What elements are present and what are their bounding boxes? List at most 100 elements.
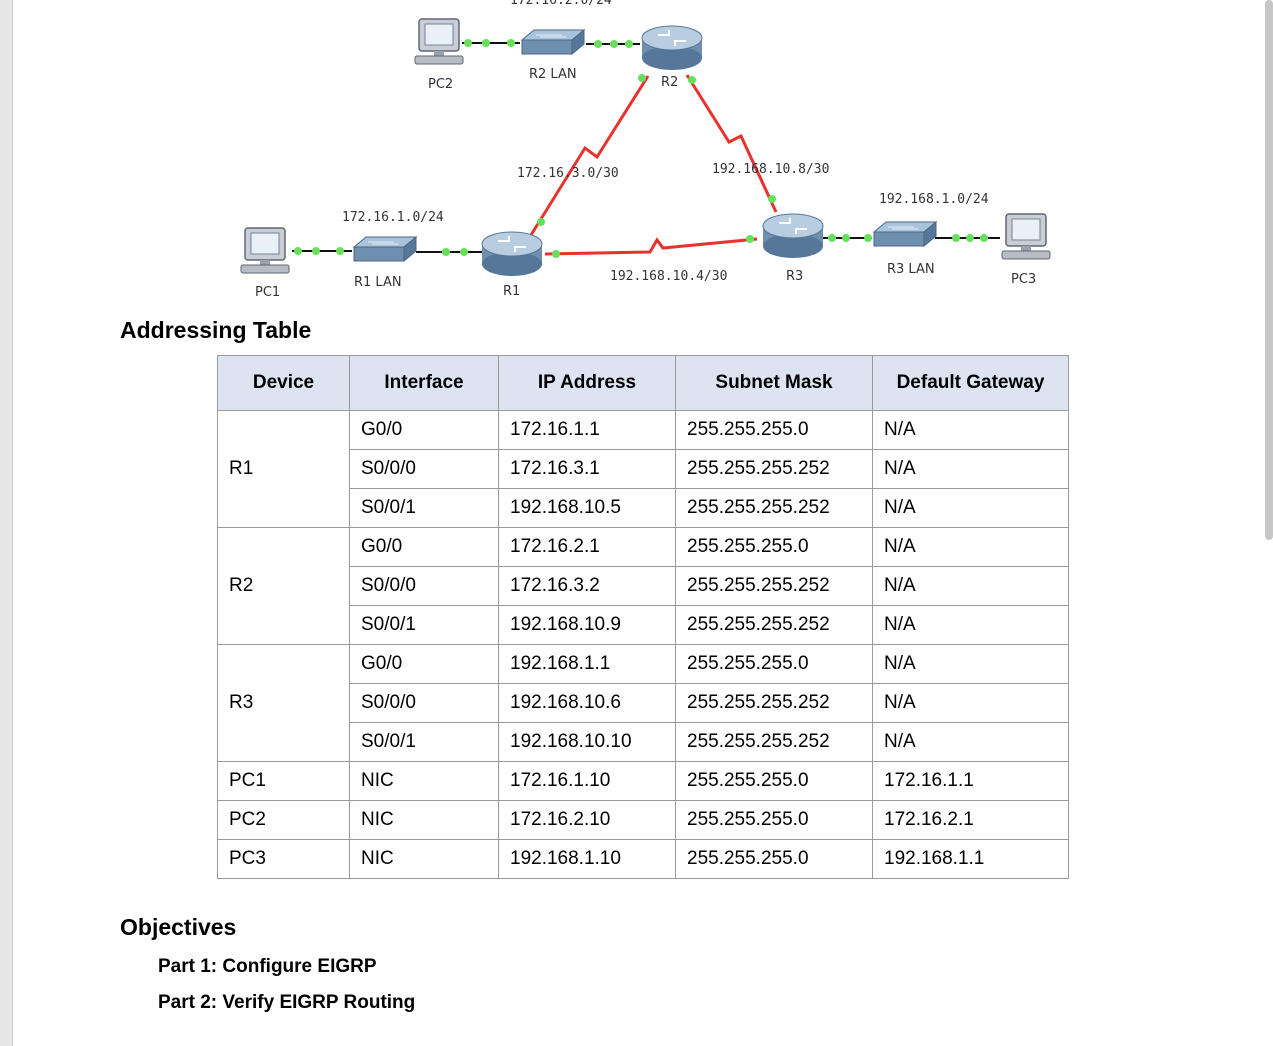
objectives-title: Objectives (120, 914, 237, 940)
cut-off-network-label: 172.16.2.0/24 (510, 0, 612, 8)
objective-part-2: Part 2: Verify EIGRP Routing (158, 992, 416, 1013)
ip-address-cell: 172.16.1.10 (498, 761, 676, 801)
pc1-label: PC1 (255, 285, 280, 300)
header-interface: Interface (349, 355, 499, 411)
net-r1-r3-label: 192.168.10.4/30 (610, 269, 727, 284)
r1-lan-label: R1 LAN (354, 275, 402, 290)
default-gateway-cell: N/A (872, 605, 1069, 645)
pc3-label: PC3 (1011, 272, 1036, 287)
net-r2-r3-label: 192.168.10.8/30 (712, 162, 829, 177)
interface-cell: S0/0/0 (349, 683, 499, 723)
header-subnet-mask: Subnet Mask (675, 355, 873, 411)
subnet-mask-cell: 255.255.255.252 (675, 722, 873, 762)
r3-lan-label: R3 LAN (887, 262, 935, 277)
r3-label: R3 (786, 269, 803, 284)
objective-part-1: Part 1: Configure EIGRP (158, 956, 377, 977)
interface-cell: NIC (349, 800, 499, 840)
interface-cell: S0/0/0 (349, 449, 499, 489)
interface-cell: S0/0/0 (349, 566, 499, 606)
default-gateway-cell: N/A (872, 410, 1069, 450)
net-r3-lan-label: 192.168.1.0/24 (879, 192, 989, 207)
default-gateway-cell: 192.168.1.1 (872, 839, 1069, 879)
ip-address-cell: 172.16.3.2 (498, 566, 676, 606)
header-device: Device (217, 355, 350, 411)
default-gateway-cell: 172.16.1.1 (872, 761, 1069, 801)
pc2-label: PC2 (428, 77, 453, 92)
ip-address-cell: 192.168.10.9 (498, 605, 676, 645)
r3-lan-switch-icon[interactable] (873, 221, 937, 247)
addressing-table-title: Addressing Table (120, 317, 312, 343)
subnet-mask-cell: 255.255.255.252 (675, 605, 873, 645)
net-r1-r2-label: 172.16.3.0/30 (517, 166, 619, 181)
interface-cell: NIC (349, 839, 499, 879)
r1-label: R1 (503, 284, 520, 299)
r2-router-icon[interactable] (641, 25, 703, 71)
device-cell: PC3 (217, 839, 350, 879)
subnet-mask-cell: 255.255.255.252 (675, 488, 873, 528)
ip-address-cell: 172.16.2.10 (498, 800, 676, 840)
subnet-mask-cell: 255.255.255.0 (675, 761, 873, 801)
subnet-mask-cell: 255.255.255.0 (675, 527, 873, 567)
ip-address-cell: 172.16.2.1 (498, 527, 676, 567)
interface-cell: S0/0/1 (349, 722, 499, 762)
interface-cell: G0/0 (349, 410, 499, 450)
subnet-mask-cell: 255.255.255.0 (675, 839, 873, 879)
interface-cell: S0/0/1 (349, 488, 499, 528)
r2-label: R2 (661, 75, 678, 90)
ip-address-cell: 172.16.1.1 (498, 410, 676, 450)
pc2-icon[interactable] (414, 18, 464, 65)
table-header-row: Device Interface IP Address Subnet Mask … (217, 355, 1069, 411)
header-ip-address: IP Address (498, 355, 676, 411)
subnet-mask-cell: 255.255.255.0 (675, 410, 873, 450)
default-gateway-cell: N/A (872, 644, 1069, 684)
device-cell: R2 (217, 527, 350, 645)
r2-lan-switch-icon[interactable] (521, 29, 585, 55)
default-gateway-cell: N/A (872, 449, 1069, 489)
default-gateway-cell: N/A (872, 527, 1069, 567)
addressing-table: Device Interface IP Address Subnet Mask … (217, 355, 1069, 879)
subnet-mask-cell: 255.255.255.0 (675, 644, 873, 684)
interface-cell: G0/0 (349, 644, 499, 684)
pc1-icon[interactable] (240, 227, 290, 274)
interface-cell: NIC (349, 761, 499, 801)
subnet-mask-cell: 255.255.255.252 (675, 683, 873, 723)
ip-address-cell: 172.16.3.1 (498, 449, 676, 489)
default-gateway-cell: N/A (872, 488, 1069, 528)
default-gateway-cell: N/A (872, 566, 1069, 606)
default-gateway-cell: N/A (872, 722, 1069, 762)
r3-router-icon[interactable] (762, 213, 824, 259)
device-cell: R1 (217, 410, 350, 528)
ip-address-cell: 192.168.1.10 (498, 839, 676, 879)
r1-lan-switch-icon[interactable] (353, 236, 417, 262)
ip-address-cell: 192.168.10.6 (498, 683, 676, 723)
serial-link-r1-r3 (544, 237, 758, 256)
subnet-mask-cell: 255.255.255.252 (675, 566, 873, 606)
scrollbar-thumb[interactable] (1265, 0, 1273, 540)
interface-cell: S0/0/1 (349, 605, 499, 645)
header-default-gateway: Default Gateway (872, 355, 1069, 411)
r2-lan-label: R2 LAN (529, 67, 577, 82)
serial-link-r1-r2 (529, 75, 650, 236)
net-r1-lan-label: 172.16.1.0/24 (342, 210, 444, 225)
page-gutter (0, 0, 13, 1046)
default-gateway-cell: 172.16.2.1 (872, 800, 1069, 840)
subnet-mask-cell: 255.255.255.0 (675, 800, 873, 840)
default-gateway-cell: N/A (872, 683, 1069, 723)
r1-router-icon[interactable] (481, 231, 543, 277)
ip-address-cell: 192.168.1.1 (498, 644, 676, 684)
ip-address-cell: 192.168.10.10 (498, 722, 676, 762)
port-indicators (294, 39, 988, 258)
network-topology-diagram: 172.16.2.0/24 PC2 R2 LAN R2 172.16.3.0/3… (240, 0, 1051, 300)
subnet-mask-cell: 255.255.255.252 (675, 449, 873, 489)
interface-cell: G0/0 (349, 527, 499, 567)
pc3-icon[interactable] (1001, 213, 1051, 260)
